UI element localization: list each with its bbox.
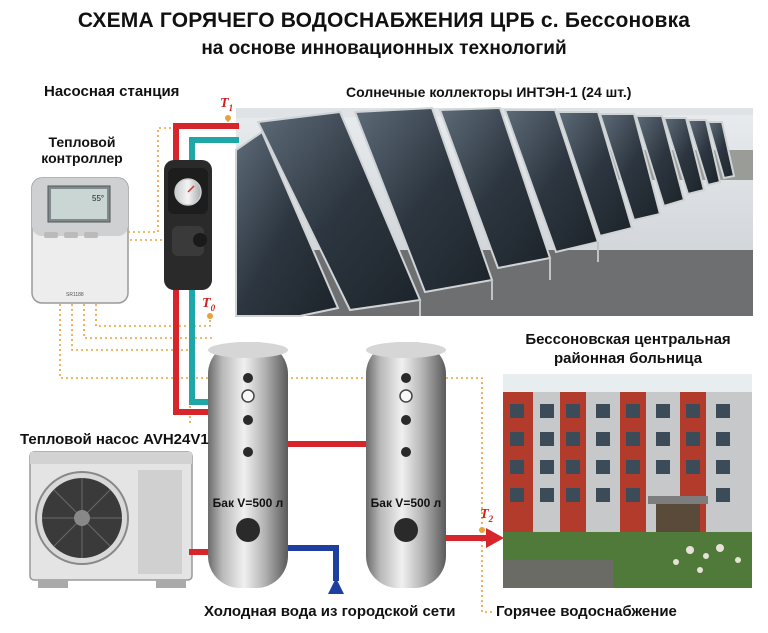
controller-display: 55° <box>92 194 104 203</box>
diagram-title: СХЕМА ГОРЯЧЕГО ВОДОСНАБЖЕНИЯ ЦРБ с. Бесс… <box>77 9 691 32</box>
cold-water-arrow-icon <box>328 578 344 594</box>
sensor-t1-letter: T <box>220 96 229 111</box>
label-solar-collectors: Солнечные коллекторы ИНТЭН-1 (24 шт.) <box>346 84 632 100</box>
solar-collectors-photo <box>235 106 753 317</box>
label-thermal-controller-line2: контроллер <box>41 150 123 166</box>
sensor-t0-label: T0 <box>202 296 215 313</box>
sensor-t2-label: T2 <box>480 507 493 524</box>
sensor-t2-dot <box>479 527 485 533</box>
label-cold-water: Холодная вода из городской сети <box>204 603 456 620</box>
storage-tank-icon <box>366 342 446 588</box>
solar-collector-icon <box>235 106 736 317</box>
hot-water-arrow-icon <box>486 528 504 548</box>
sensor-t1-label: T1 <box>220 96 233 113</box>
heat-pump-unit-icon <box>29 451 193 588</box>
label-hospital-line2: районная больница <box>553 350 703 367</box>
storage-tank-icon <box>208 342 288 588</box>
sensor-t1-sub: 1 <box>228 102 234 113</box>
label-thermal-controller: Тепловой контроллер <box>38 134 126 166</box>
thermal-controller-icon: 55° SR1188 <box>31 177 129 304</box>
controller-model: SR1188 <box>66 292 84 298</box>
sensor-t2-sub: 2 <box>488 513 494 524</box>
sensor-t1-dot <box>225 115 231 121</box>
sensor-t2-letter: T <box>480 507 489 522</box>
label-pump-station: Насосная станция <box>44 83 180 100</box>
sensor-t0-letter: T <box>202 296 211 311</box>
label-thermal-controller-line1: Тепловой <box>48 134 116 150</box>
label-heat-pump: Тепловой насос AVH24V1 <box>20 431 209 448</box>
label-hospital-line1: Бессоновская центральная <box>525 331 731 348</box>
label-tank-left: Бак V=500 л <box>212 496 284 510</box>
circulation-pump-icon <box>164 160 212 290</box>
label-hot-water: Горячее водоснабжение <box>496 603 677 620</box>
sensor-t0-sub: 0 <box>210 302 216 313</box>
label-hospital: Бессоновская центральная районная больни… <box>500 330 756 368</box>
label-tank-right: Бак V=500 л <box>370 496 442 510</box>
diagram-subtitle: на основе инновационных технологий <box>201 38 567 59</box>
hospital-building-icon <box>503 374 752 588</box>
sensor-t0-dot <box>207 313 213 319</box>
